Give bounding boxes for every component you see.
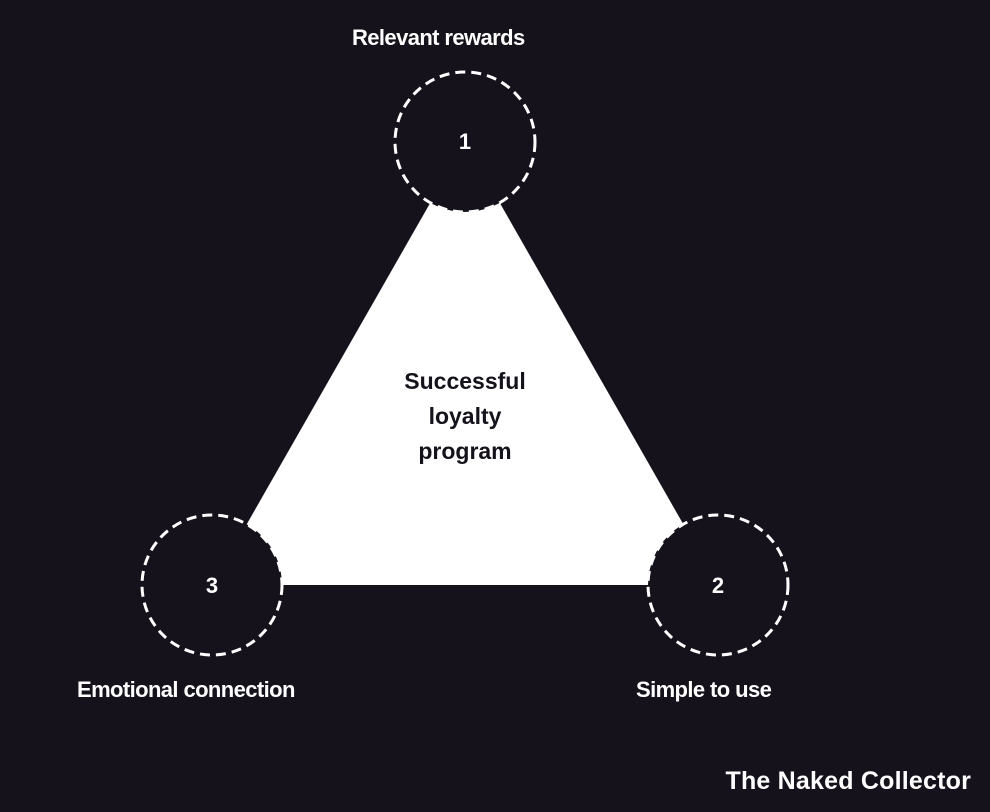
node-circle-3	[140, 513, 284, 657]
node-number-2: 2	[711, 573, 725, 598]
brand-wordmark: The Naked Collector	[725, 767, 971, 795]
node-label-emotional-connection: Emotional connection	[77, 677, 295, 702]
node-label-simple-to-use: Simple to use	[636, 677, 772, 702]
center-title-line-2: loyalty	[428, 403, 502, 429]
node-circle-1	[393, 70, 537, 214]
center-triangle	[212, 142, 718, 585]
center-title-line-1: Successful	[404, 368, 526, 394]
node-circle-2	[646, 513, 790, 657]
node-label-relevant-rewards: Relevant rewards	[352, 25, 525, 50]
center-title-line-3: program	[418, 438, 512, 464]
center-title: Successful loyalty program	[370, 364, 560, 469]
node-number-3: 3	[205, 573, 219, 598]
node-number-1: 1	[458, 129, 472, 154]
